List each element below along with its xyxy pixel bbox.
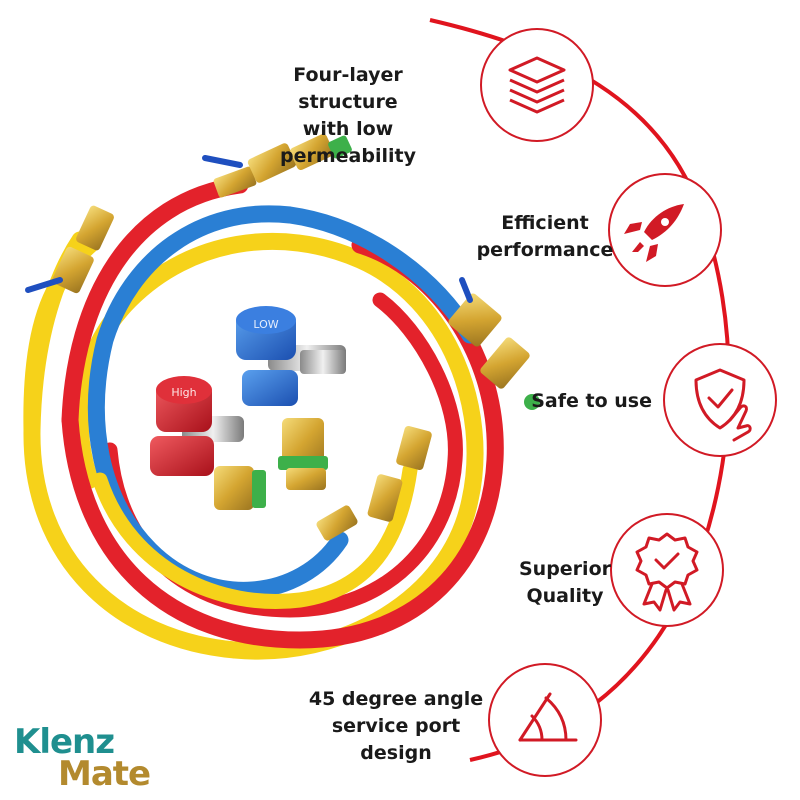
feature-quality-line2: Quality [526, 585, 604, 607]
feature-angle-line1: 45 degree angle [308, 688, 484, 710]
feature-layers-line1: Four-layer structure [293, 64, 403, 113]
high-label: High [171, 386, 196, 399]
layers-icon-circle [480, 28, 594, 142]
feature-safety-line1: Safe to use [531, 390, 652, 412]
award-ribbon-icon [635, 532, 699, 612]
shield-hand-icon [694, 368, 752, 442]
hose-coils [23, 176, 504, 660]
feature-performance-line1: Efficient [501, 212, 589, 234]
feature-layers-line2: with low permeability [280, 118, 416, 167]
brand-line2: Mate [58, 754, 151, 794]
brass-fittings [25, 133, 540, 541]
angle-icon-circle [488, 663, 602, 777]
yellow-hose-tail [92, 462, 418, 609]
high-side-coupler: High [150, 376, 244, 476]
feature-angle-text: 45 degree angle service port design [296, 686, 496, 767]
low-side-coupler: LOW [236, 306, 346, 406]
shield-icon-circle [663, 343, 777, 457]
feature-performance-text: Efficient performance [470, 210, 620, 264]
feature-safety-text: Safe to use [520, 388, 652, 415]
feature-performance-line2: performance [476, 239, 614, 261]
red-hose [61, 176, 249, 429]
feature-quality-line1: Superior [518, 558, 611, 580]
angle-icon [518, 692, 578, 742]
feature-quality-text: Superior Quality [510, 556, 620, 610]
brass-adapters [214, 418, 328, 510]
low-label: LOW [253, 318, 278, 331]
rocket-icon [624, 204, 684, 262]
layers-icon [508, 56, 566, 114]
feature-angle-line2: service port design [331, 715, 461, 764]
feature-layers-text: Four-layer structure with low permeabili… [248, 62, 448, 170]
feature-icon-circles [480, 28, 777, 777]
brand-line1: Klenz [14, 722, 115, 762]
brand-logo: Klenz Mate [14, 722, 151, 794]
award-icon-circle [610, 513, 724, 627]
